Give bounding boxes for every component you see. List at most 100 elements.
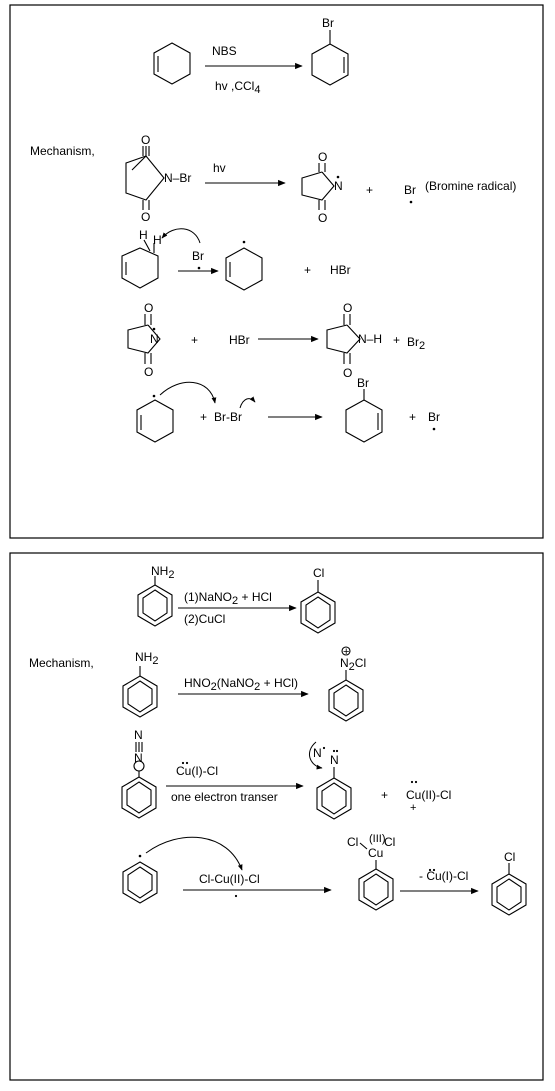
cu2-cl-product: Cu(II)-Cl — [406, 788, 451, 802]
br-reagent-step2: Br — [192, 249, 204, 263]
elim-lone-pair-a — [428, 868, 432, 872]
radical-o-top: O — [318, 150, 327, 164]
cu3-cu: Cu — [368, 846, 383, 860]
chlorobenzene-product — [300, 580, 336, 634]
succinimidyl-radical — [301, 163, 335, 210]
electron-arrow-cu — [145, 836, 243, 871]
succinimide-product — [326, 314, 361, 364]
br-radical-final: Br — [428, 410, 440, 424]
diazo-n-top: N — [134, 728, 143, 742]
br-dot-step2 — [197, 266, 201, 270]
cu2-lone-pair-b — [414, 780, 418, 784]
plus-3: + — [191, 333, 198, 347]
chlorobenzene-final-cl: Cl — [504, 850, 515, 864]
allylic-radical — [225, 247, 263, 291]
n-radical-1: N — [313, 746, 322, 760]
cu1-cl-reagent: Cu(I)-Cl — [176, 764, 218, 778]
cu2-radical-dot — [234, 894, 238, 898]
h-label-2: H — [153, 233, 162, 247]
cu2-lone-pair-a — [410, 780, 414, 784]
one-electron-transfer: one electron transer — [171, 790, 278, 804]
plus-6: + — [409, 410, 416, 424]
plus-7: + — [381, 788, 388, 802]
diazonium-structure — [121, 742, 157, 819]
n-dot-a — [322, 746, 326, 750]
br-br-reagent: Br-Br — [214, 410, 242, 424]
cu1-lone-pair-b — [185, 761, 189, 765]
reagent-nbs: NBS — [212, 44, 237, 58]
step4-radical-dot — [152, 394, 156, 398]
aryl-cu3-complex — [358, 842, 394, 911]
plus-2: + — [304, 263, 311, 277]
electron-arrow-h — [161, 228, 201, 244]
aryl-diazo-radical — [316, 767, 352, 820]
br-radical-dot — [409, 200, 413, 204]
diazonium-salt — [328, 646, 364, 722]
hbr-product: HBr — [330, 263, 351, 277]
succinimide-o-bottom: O — [343, 366, 352, 380]
hv-label: hv — [213, 161, 226, 175]
cu3-cl-left: Cl — [347, 835, 358, 849]
aniline-mechanism — [122, 666, 158, 718]
plus-5: + — [200, 410, 207, 424]
phenyl-radical-dot — [138, 854, 142, 858]
succinimide-nh: N–H — [358, 332, 382, 346]
succinimidyl-radical-2 — [127, 314, 161, 364]
chlorobenzene-final — [491, 863, 527, 916]
product-br-label: Br — [322, 16, 334, 30]
n-radical-2: N — [330, 753, 339, 767]
electron-arrow-br — [239, 396, 256, 409]
cu3-oxidation-state: (III) — [369, 833, 386, 845]
cu1-lone-pair-a — [181, 761, 185, 765]
electron-arrow-n2 — [308, 741, 323, 770]
step3-n-dot — [152, 327, 156, 331]
allylic-radical-step4 — [136, 399, 174, 443]
radical-n: N — [334, 179, 343, 193]
conditions-hv-ccl4: hv ,CCl4 — [215, 79, 260, 96]
chlorobenzene-cl: Cl — [313, 566, 324, 580]
cu2-charge: + — [410, 802, 416, 814]
elim-lone-pair-b — [432, 868, 436, 872]
diazonium-plus: + — [343, 646, 349, 658]
bromine-radical-note: (Bromine radical) — [425, 179, 516, 193]
diazonium-n2cl: N2Cl — [340, 656, 366, 673]
nbs-n-br: N–Br — [164, 171, 191, 185]
nbs-structure — [125, 146, 165, 210]
radical-o-bottom: O — [318, 211, 327, 225]
reagent-hno2: HNO2(NaNO2 + HCl) — [184, 676, 298, 693]
step3-o-bottom: O — [144, 365, 153, 379]
n-dot-b — [332, 749, 336, 753]
plus-4: + — [393, 333, 400, 347]
final-product-br: Br — [357, 376, 369, 390]
elimination-cu1-cl: - Cu(I)-Cl — [419, 869, 468, 883]
plus-1: + — [366, 183, 373, 197]
nbs-o-top: O — [141, 133, 150, 147]
nbs-o-bottom: O — [141, 210, 150, 224]
br2-product: Br2 — [407, 335, 425, 352]
n-dot-c — [335, 749, 339, 753]
reagent-cucl: (2)CuCl — [184, 612, 225, 626]
cu3-cl-right: Cl — [384, 835, 395, 849]
allylic-radical-dot — [242, 240, 246, 244]
electron-arrow-step4 — [159, 381, 217, 404]
aniline-reactant — [137, 576, 173, 627]
radical-dot-n — [336, 175, 340, 179]
cl-cu2-cl-reagent: Cl-Cu(II)-Cl — [199, 872, 260, 886]
cyclohexene-h-abstraction — [121, 239, 159, 289]
hbr-reagent: HBr — [229, 333, 250, 347]
succinimide-o-top: O — [343, 301, 352, 315]
bromocyclohexene-product — [311, 30, 349, 86]
cyclohexene-reactant — [153, 42, 191, 85]
step3-o-top: O — [144, 301, 153, 315]
panel-sandmeyer-reaction — [9, 552, 544, 1081]
reagent-nano2-hcl: (1)NaNO2 + HCl — [184, 590, 272, 607]
phenyl-radical — [122, 861, 158, 904]
step3-n: N — [150, 332, 159, 346]
bromine-radical: Br — [404, 183, 416, 197]
h-label-1: H — [139, 228, 148, 242]
mechanism-label-2: Mechanism, — [29, 656, 94, 670]
aniline-mech-nh2: NH2 — [135, 650, 158, 667]
bromocyclohexene-final — [345, 389, 383, 443]
aniline-nh2: NH2 — [151, 564, 174, 581]
